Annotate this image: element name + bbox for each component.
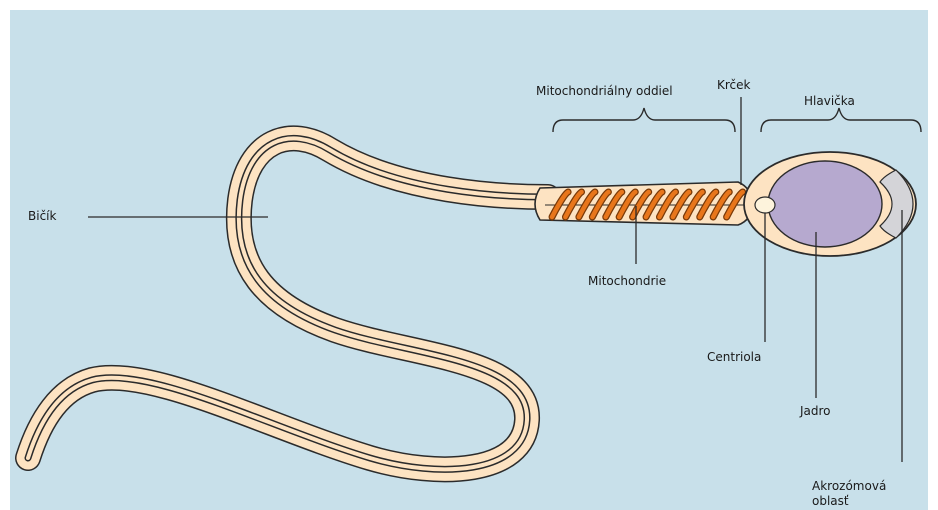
- midpiece-label: Mitochondriálny oddiel: [536, 84, 673, 98]
- neck-label: Krček: [717, 78, 750, 92]
- diagram-background: [10, 10, 928, 510]
- centriole-shape: [755, 197, 775, 213]
- mitochondria-label: Mitochondrie: [588, 274, 666, 288]
- acrosome-label-line1: Akrozómová: [812, 479, 886, 493]
- acrosome-label-line2: oblasť: [812, 494, 849, 508]
- centriole-label: Centriola: [707, 350, 761, 364]
- flagellum-label: Bičík: [28, 209, 56, 223]
- nucleus-shape: [768, 161, 882, 247]
- head-label: Hlavička: [804, 94, 855, 108]
- head: [744, 152, 916, 256]
- nucleus-label: Jadro: [800, 404, 831, 418]
